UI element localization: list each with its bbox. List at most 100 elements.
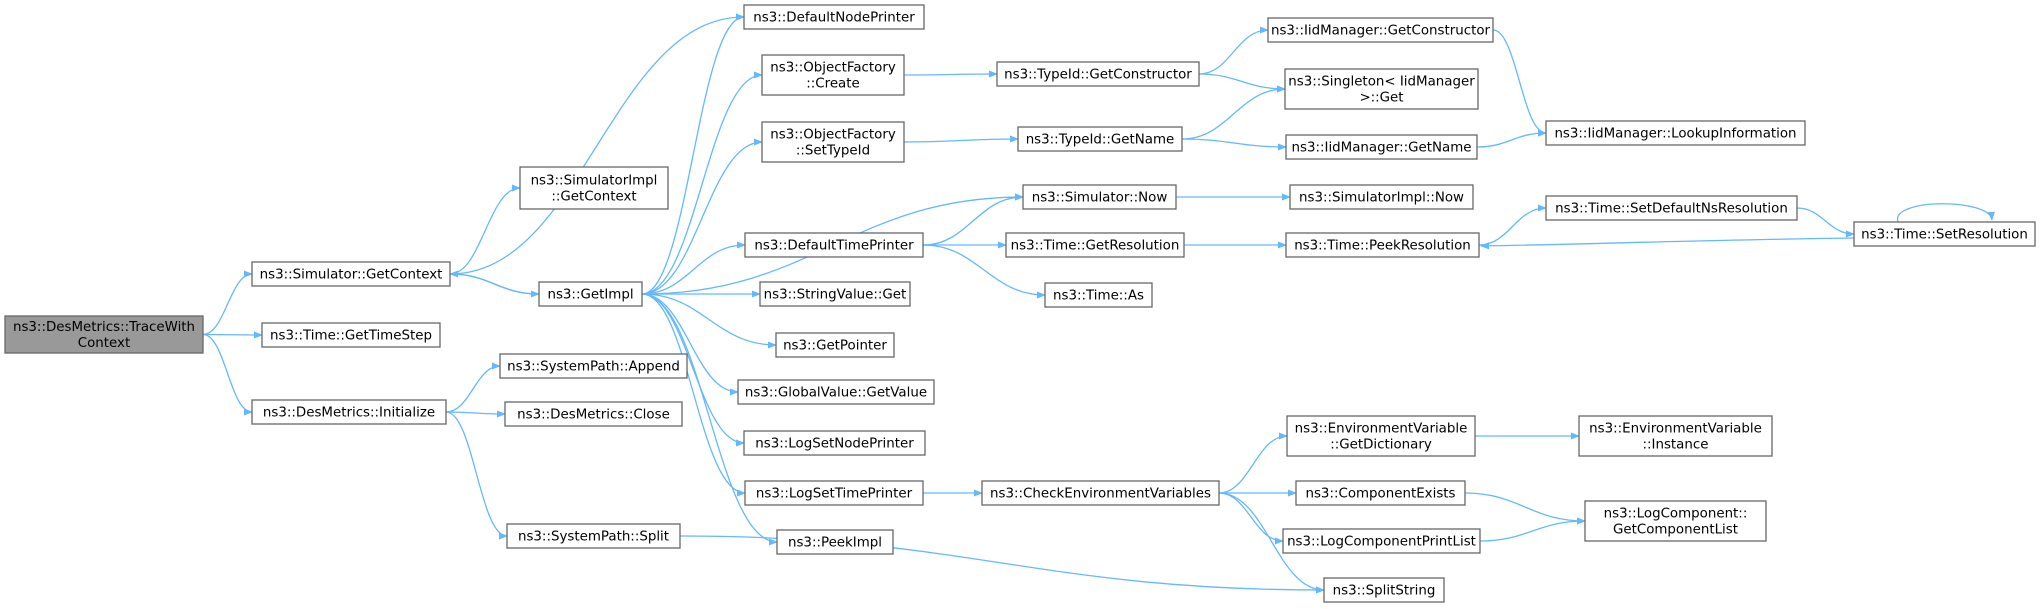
- node-typeid_getname[interactable]: ns3::TypeId::GetName: [1017, 126, 1183, 152]
- node-defaulttimeprinter[interactable]: ns3::DefaultTimePrinter: [744, 232, 924, 258]
- edge-desm_initialize-to-syspath_split: [445, 411, 508, 540]
- node-desm_initialize[interactable]: ns3::DesMetrics::Initialize: [251, 399, 447, 425]
- node-logcomponentprintlist[interactable]: ns3::LogComponentPrintList: [1282, 528, 1481, 554]
- node-objfactory_settypeid[interactable]: ns3::ObjectFactory::SetTypeId: [761, 121, 905, 163]
- edge-checkenvvars-to-splitstring: [1218, 492, 1325, 594]
- node-globalvalue_getvalue[interactable]: ns3::GlobalValue::GetValue: [737, 379, 935, 405]
- edge-objfactory_settypeid-to-typeid_getname: [903, 135, 1019, 143]
- node-label: ns3::EnvironmentVariable: [1295, 422, 1468, 437]
- node-label: ns3::DefaultTimePrinter: [754, 239, 914, 254]
- node-getpointer[interactable]: ns3::GetPointer: [775, 332, 895, 358]
- node-time_gettimestep[interactable]: ns3::Time::GetTimeStep: [261, 322, 441, 348]
- edge-sim_getcontext-to-simimpl_getcontext: [449, 184, 521, 275]
- edge-getimpl-to-defaulttimeprinter: [641, 241, 746, 295]
- node-label: ns3::Time::SetResolution: [1861, 228, 2028, 243]
- edge-time_setdefaultnsresolution-to-time_setresolution: [1796, 207, 1855, 238]
- edges-layer: [202, 13, 1995, 594]
- node-label: ns3::IidManager::GetName: [1291, 141, 1471, 156]
- edge-componentexists-to-logcomponent_getcomponentlist: [1464, 492, 1586, 525]
- node-box: [4, 315, 204, 354]
- node-time_peekresolution[interactable]: ns3::Time::PeekResolution: [1285, 232, 1480, 258]
- node-syspath_append[interactable]: ns3::SystemPath::Append: [499, 353, 688, 379]
- node-iid_getconstructor[interactable]: ns3::IidManager::GetConstructor: [1267, 17, 1494, 43]
- node-syspath_split[interactable]: ns3::SystemPath::Split: [506, 523, 681, 549]
- edge-time_setresolution-to-time_peekresolution: [1480, 237, 1855, 250]
- node-box: [996, 61, 1200, 87]
- node-label: ns3::StringValue::Get: [764, 288, 907, 303]
- node-box: [519, 166, 669, 210]
- node-box: [1285, 232, 1480, 258]
- node-box: [744, 480, 924, 506]
- node-envvar_getdictionary[interactable]: ns3::EnvironmentVariable::GetDictionary: [1286, 415, 1476, 457]
- edge-getimpl-to-peekimpl: [641, 293, 778, 546]
- node-simimpl_getcontext[interactable]: ns3::SimulatorImpl::GetContext: [519, 166, 669, 210]
- node-box: [1005, 232, 1185, 258]
- edge-logcomponentprintlist-to-logcomponent_getcomponentlist: [1479, 517, 1586, 542]
- node-label: ns3::TypeId::GetConstructor: [1004, 68, 1192, 83]
- node-componentexists[interactable]: ns3::ComponentExists: [1295, 480, 1466, 506]
- node-objfactory_create[interactable]: ns3::ObjectFactory::Create: [761, 54, 905, 96]
- node-box: [1286, 415, 1476, 457]
- node-time_as[interactable]: ns3::Time::As: [1044, 282, 1153, 308]
- edge-typeid_getconstructor-to-iid_getconstructor: [1198, 26, 1269, 75]
- node-getimpl[interactable]: ns3::GetImpl: [538, 281, 643, 307]
- node-typeid_getconstructor[interactable]: ns3::TypeId::GetConstructor: [996, 61, 1200, 87]
- node-peekimpl[interactable]: ns3::PeekImpl: [776, 529, 894, 555]
- edge-sim_getcontext-to-defaultnodeprinter: [449, 13, 745, 275]
- node-box: [776, 529, 894, 555]
- node-label: ns3::Time::GetTimeStep: [270, 329, 432, 344]
- node-label: ns3::LogSetTimePrinter: [756, 487, 913, 502]
- node-label: ::SetTypeId: [796, 144, 870, 159]
- node-box: [1289, 184, 1474, 210]
- node-label: ns3::SimulatorImpl: [531, 174, 658, 189]
- node-label: ns3::LogSetNodePrinter: [755, 437, 914, 452]
- node-label: ns3::IidManager::GetConstructor: [1271, 24, 1491, 39]
- node-logsetnodeprinter[interactable]: ns3::LogSetNodePrinter: [743, 430, 926, 456]
- node-label: ns3::Time::SetDefaultNsResolution: [1555, 202, 1788, 217]
- node-simimpl_now[interactable]: ns3::SimulatorImpl::Now: [1289, 184, 1474, 210]
- node-time_setdefaultnsresolution[interactable]: ns3::Time::SetDefaultNsResolution: [1545, 195, 1798, 221]
- edge-iid_getname-to-iid_lookupinformation: [1476, 129, 1547, 148]
- node-label: ns3::PeekImpl: [788, 536, 882, 551]
- node-defaultnodeprinter[interactable]: ns3::DefaultNodePrinter: [743, 4, 925, 30]
- node-splitstring[interactable]: ns3::SplitString: [1323, 577, 1445, 603]
- node-label: ns3::DefaultNodePrinter: [753, 11, 915, 26]
- node-desm_close[interactable]: ns3::DesMetrics::Close: [504, 401, 683, 427]
- node-box: [251, 399, 447, 425]
- node-time_setresolution[interactable]: ns3::Time::SetResolution: [1853, 221, 2036, 247]
- node-label: ns3::LogComponent::: [1604, 507, 1748, 522]
- node-logcomponent_getcomponentlist[interactable]: ns3::LogComponent::GetComponentList: [1584, 500, 1767, 542]
- edge-typeid_getname-to-iid_getname: [1181, 138, 1287, 151]
- node-envvar_instance[interactable]: ns3::EnvironmentVariable::Instance: [1578, 415, 1773, 457]
- node-label: ns3::DesMetrics::TraceWith: [13, 320, 195, 335]
- node-label: >::Get: [1359, 91, 1403, 106]
- node-iid_getname[interactable]: ns3::IidManager::GetName: [1285, 134, 1478, 160]
- node-stringvalue_get[interactable]: ns3::StringValue::Get: [759, 281, 911, 307]
- node-label: ns3::IidManager::LookupInformation: [1554, 127, 1796, 142]
- node-time_getresolution[interactable]: ns3::Time::GetResolution: [1005, 232, 1185, 258]
- node-box: [761, 54, 905, 96]
- node-label: ns3::TypeId::GetName: [1026, 133, 1175, 148]
- edge-objfactory_create-to-typeid_getconstructor: [903, 70, 998, 78]
- node-box: [1323, 577, 1445, 603]
- node-label: ns3::Time::PeekResolution: [1294, 239, 1471, 254]
- node-label: ns3::Simulator::GetContext: [260, 268, 443, 283]
- node-checkenvvars[interactable]: ns3::CheckEnvironmentVariables: [981, 480, 1220, 506]
- node-box: [1267, 17, 1494, 43]
- node-label: ::Create: [806, 77, 860, 92]
- node-label: Context: [78, 336, 130, 351]
- node-simulator_now[interactable]: ns3::Simulator::Now: [1022, 184, 1177, 210]
- node-label: GetComponentList: [1613, 523, 1738, 538]
- node-iid_lookupinformation[interactable]: ns3::IidManager::LookupInformation: [1545, 120, 1806, 146]
- node-logsettimeprinter[interactable]: ns3::LogSetTimePrinter: [744, 480, 924, 506]
- edge-root-to-sim_getcontext: [202, 270, 253, 336]
- node-box: [737, 379, 935, 405]
- node-label: ns3::DesMetrics::Close: [517, 408, 670, 423]
- node-singleton_get[interactable]: ns3::Singleton< IidManager>::Get: [1284, 68, 1479, 110]
- node-sim_getcontext[interactable]: ns3::Simulator::GetContext: [251, 261, 451, 287]
- node-box: [1282, 528, 1481, 554]
- edge-defaulttimeprinter-to-time_as: [922, 244, 1046, 299]
- node-box: [251, 261, 451, 287]
